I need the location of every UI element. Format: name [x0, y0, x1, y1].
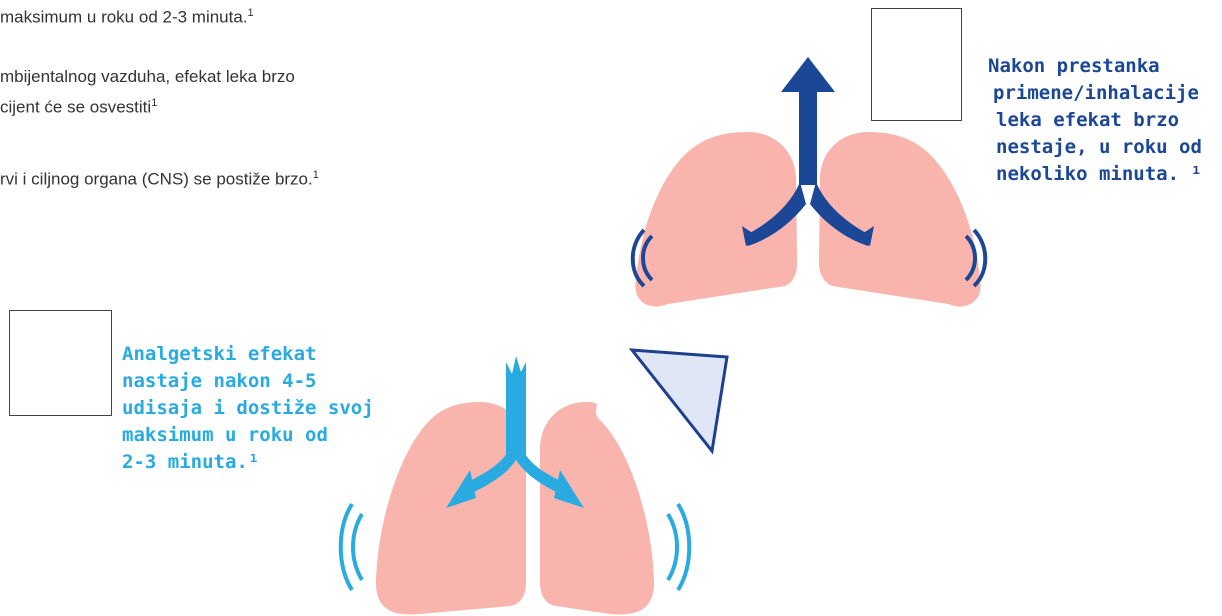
caption-exhale-line-5: nekoliko minuta. ¹ — [988, 161, 1202, 188]
caption-exhale-line-1: Nakon prestanka — [988, 53, 1202, 80]
caption-inhale-line-4: maksimum u roku od — [122, 422, 374, 449]
lungs-inhale-icon — [341, 356, 690, 616]
caption-exhale-line-3: leka efekat brzo — [988, 107, 1202, 134]
caption-exhale-line-4: nestaje, u roku od — [988, 134, 1202, 161]
caption-inhale-line-1: Analgetski efekat — [122, 341, 374, 368]
triangle-icon — [632, 350, 727, 451]
caption-inhale-line-3: udisaja i dostiže svoj — [122, 395, 374, 422]
caption-inhale: Analgetski efekat nastaje nakon 4-5 udis… — [122, 341, 374, 476]
caption-inhale-line-5: 2-3 minuta.¹ — [122, 449, 374, 476]
caption-exhale-line-2: primene/inhalacije — [988, 80, 1202, 107]
caption-exhale: Nakon prestanka primene/inhalacije leka … — [988, 53, 1202, 188]
caption-inhale-line-2: nastaje nakon 4-5 — [122, 368, 374, 395]
lungs-exhale-icon — [633, 57, 986, 307]
